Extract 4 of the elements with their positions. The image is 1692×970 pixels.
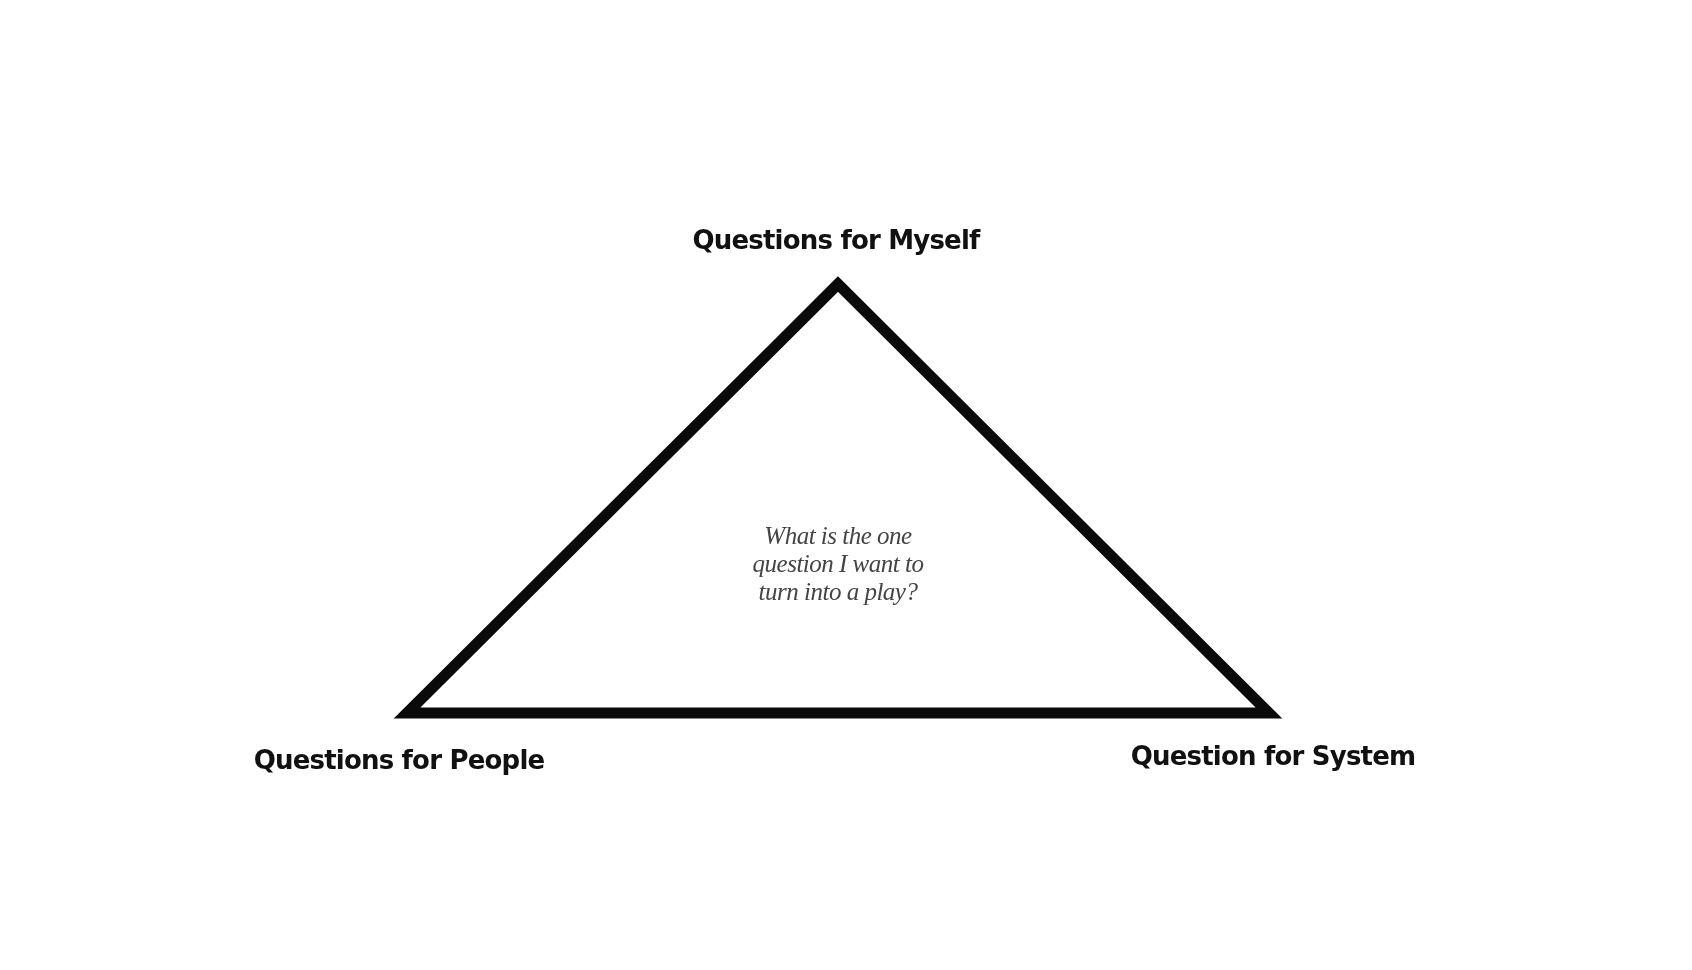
corner-label: Questions for People xyxy=(253,745,545,775)
corner-label: Questions for Myself xyxy=(692,225,980,255)
corner-label: Question for System xyxy=(1130,741,1416,771)
question-text: What is the one question I want to turn into a play? xyxy=(751,522,925,606)
